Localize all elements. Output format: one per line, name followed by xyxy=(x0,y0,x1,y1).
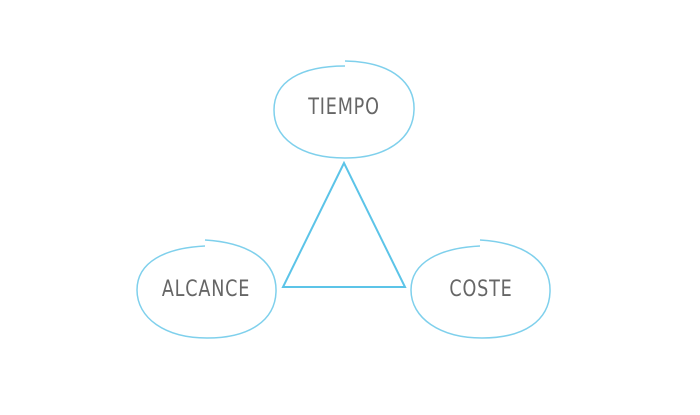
label-alcance: ALCANCE xyxy=(161,277,251,302)
ellipse-alcance xyxy=(136,239,277,339)
ellipse-tiempo xyxy=(273,60,415,159)
label-tiempo: TIEMPO xyxy=(308,95,380,120)
label-coste: COSTE xyxy=(449,277,513,302)
ellipse-coste xyxy=(410,239,551,339)
triangle xyxy=(281,160,407,288)
